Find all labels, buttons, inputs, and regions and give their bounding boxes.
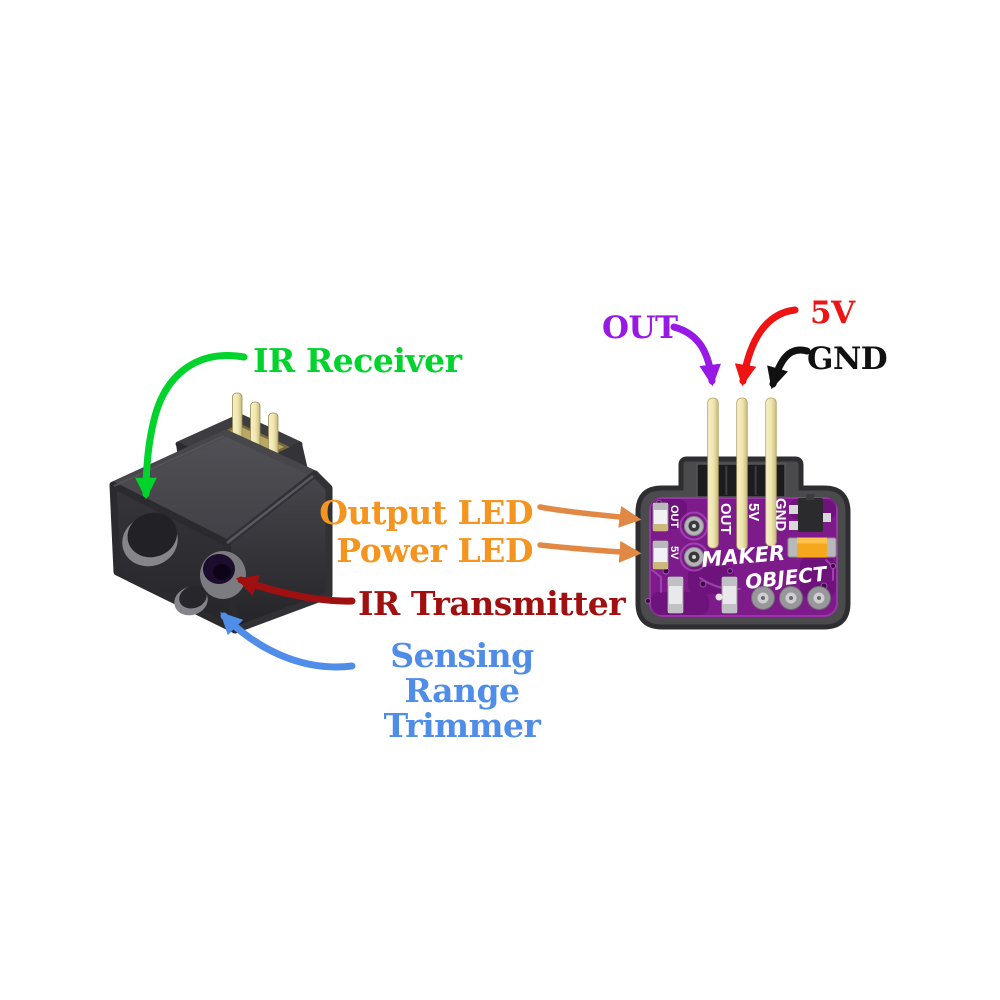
sensor-module-3d [109, 392, 333, 634]
via [727, 568, 733, 574]
via [829, 562, 837, 570]
test-point-dot [692, 524, 696, 528]
resistor-band [668, 604, 683, 613]
resistor-band [668, 577, 683, 586]
power-led-arrow [537, 540, 642, 563]
ir-receiver-hole [122, 512, 178, 567]
silkscreen-out-label: OUT [717, 503, 734, 535]
via [644, 597, 652, 605]
test-points [684, 516, 704, 567]
ir-receiver-arrow [135, 352, 248, 500]
pcb-pin-5v [736, 397, 748, 551]
output-led-label: Output LED [319, 493, 533, 532]
via [699, 580, 707, 588]
transistor-pad [789, 505, 798, 514]
pcb-vias [644, 499, 837, 605]
capacitor-shine [797, 537, 827, 544]
pcb-module: OUT 5V GND OUT 5V [635, 397, 851, 630]
solder-pad-hole [817, 596, 821, 600]
pcb-pins [707, 397, 777, 551]
silkscreen-dot [715, 593, 723, 601]
5v-pin-arrow [734, 306, 799, 387]
output-led-component [652, 502, 669, 532]
ir-transmitter-arrow [235, 575, 356, 605]
module-edge-highlight [226, 475, 314, 544]
gnd-pin-arrow [767, 346, 811, 390]
out-pin-arrow [670, 323, 721, 387]
ir-transmitter-lens [200, 551, 246, 599]
trimmer-arrow [220, 612, 356, 671]
solder-pad-hole [761, 596, 765, 600]
resistor-band [722, 577, 737, 586]
sensing-range-trimmer-label: Sensing Range Trimmer [338, 638, 586, 743]
capacitor-component [787, 537, 837, 558]
ir-receiver-label: IR Receiver [253, 341, 462, 380]
led-out-silkscreen: OUT [668, 505, 680, 529]
power-led-label: Power LED [336, 531, 533, 570]
led-cap [653, 503, 668, 510]
resistor-band [722, 604, 737, 613]
lens-center [213, 564, 231, 580]
sensing-range-line1: Sensing Range [390, 636, 534, 710]
trimmer-hole [174, 585, 208, 616]
silkscreen-5v-label: 5V [745, 503, 762, 521]
5v-pin-label: 5V [810, 295, 855, 331]
led-cap [653, 562, 668, 569]
transistor-tab [806, 494, 814, 500]
trace [651, 569, 662, 593]
transistor-pad [822, 513, 831, 522]
transistor-body [798, 498, 823, 532]
silkscreen-gnd-label: GND [772, 498, 789, 532]
gnd-pin-label: GND [807, 341, 888, 377]
solder-pad-hole [789, 596, 793, 600]
led-5v-silkscreen: 5V [668, 546, 680, 560]
out-pin-label: OUT [602, 310, 678, 346]
solder-pads [751, 586, 831, 610]
resistor-component [667, 576, 684, 614]
transistor-component [789, 494, 831, 532]
power-led-component [652, 540, 669, 570]
pcb-pin-out [707, 397, 719, 549]
callout-arrows [135, 306, 811, 671]
resistor-component [721, 576, 738, 614]
led-cap [653, 541, 668, 548]
output-led-arrow [537, 504, 642, 528]
module-edge-highlight [113, 435, 225, 487]
hole-bore [179, 585, 207, 609]
pcb-pin-gnd [765, 397, 777, 547]
hole-bore [127, 512, 177, 558]
sensing-range-line2: Trimmer [383, 706, 541, 745]
test-point-dot [692, 555, 696, 559]
ir-transmitter-label: IR Transmitter [358, 584, 626, 623]
led-cap [653, 524, 668, 531]
transistor-pad [789, 521, 798, 530]
trace-ring [679, 542, 709, 572]
